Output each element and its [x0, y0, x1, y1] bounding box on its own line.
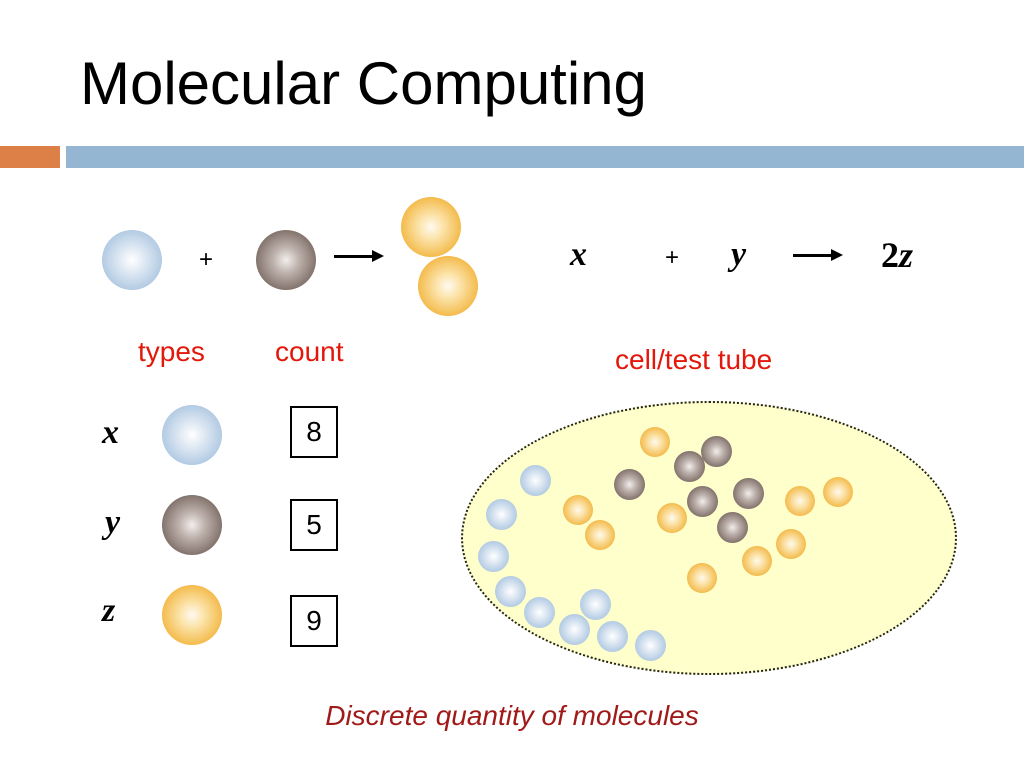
count-label: count: [275, 336, 344, 367]
molecule-y-icon: [687, 486, 718, 517]
species-symbol: x: [102, 414, 119, 451]
molecule-x-icon: [102, 230, 162, 290]
molecule-z-icon: [785, 486, 815, 516]
molecule-x-icon: [478, 541, 509, 572]
molecule-z-icon: [742, 546, 772, 576]
molecule-y-icon: [674, 451, 705, 482]
molecule-x-icon: [559, 614, 590, 645]
accent-bar-blue: [66, 146, 1024, 168]
molecule-z-icon: [563, 495, 593, 525]
molecule-z-icon: [823, 477, 853, 507]
molecule-y-icon: [256, 230, 316, 290]
equation-coefficient: 2: [881, 235, 899, 275]
species-count: 9: [290, 595, 338, 647]
molecule-x-icon: [524, 597, 555, 628]
molecule-z-icon: [640, 427, 670, 457]
caption: Discrete quantity of molecules: [325, 700, 699, 731]
molecule-x-icon: [580, 589, 611, 620]
cell-label: cell/test tube: [615, 344, 773, 375]
molecule-x-icon: [520, 465, 551, 496]
species-symbol: y: [105, 504, 121, 541]
equation-plus: +: [665, 244, 680, 271]
molecule-z-icon: [687, 563, 717, 593]
types-label: types: [138, 336, 205, 367]
molecule-z-icon: [401, 197, 461, 257]
molecule-z-icon: [418, 256, 478, 316]
species-symbol: z: [102, 592, 116, 629]
molecule-z-icon: [776, 529, 806, 559]
molecule-z-icon: [657, 503, 687, 533]
molecule-z-icon: [162, 585, 222, 645]
accent-bar-orange: [0, 146, 60, 168]
molecule-x-icon: [486, 499, 517, 530]
molecule-x-icon: [597, 621, 628, 652]
species-count: 8: [290, 406, 338, 458]
page-title: Molecular Computing: [80, 50, 647, 117]
molecule-x-icon: [162, 405, 222, 465]
molecule-y-icon: [614, 469, 645, 500]
equation-x: x: [570, 236, 587, 273]
molecule-y-icon: [162, 495, 222, 555]
equation-z: z: [899, 235, 914, 275]
molecule-y-icon: [717, 512, 748, 543]
species-count: 5: [290, 499, 338, 551]
molecule-x-icon: [635, 630, 666, 661]
equation-product: 2z: [881, 234, 913, 276]
reaction-plus: +: [199, 246, 214, 273]
equation-y: y: [731, 236, 747, 273]
molecule-y-icon: [701, 436, 732, 467]
molecule-x-icon: [495, 576, 526, 607]
molecule-y-icon: [733, 478, 764, 509]
molecule-z-icon: [585, 520, 615, 550]
